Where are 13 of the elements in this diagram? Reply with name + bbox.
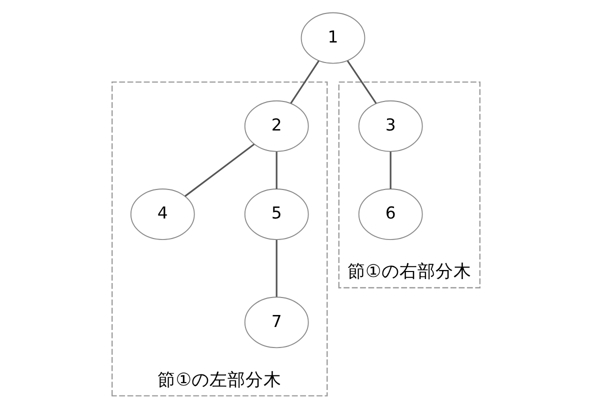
connector — [276, 152, 278, 189]
connector — [290, 60, 320, 104]
node-ellipse: 6 — [358, 188, 423, 240]
node-ellipse: 3 — [358, 100, 423, 152]
connector — [276, 240, 278, 297]
node-ellipse: 2 — [244, 100, 309, 152]
node-ellipse: 5 — [244, 188, 309, 240]
node-ellipse: 4 — [130, 188, 195, 240]
node-ellipse: 1 — [300, 12, 366, 64]
connector — [390, 152, 392, 189]
connector — [184, 144, 255, 197]
connector — [346, 60, 377, 104]
node-ellipse: 7 — [244, 296, 309, 348]
